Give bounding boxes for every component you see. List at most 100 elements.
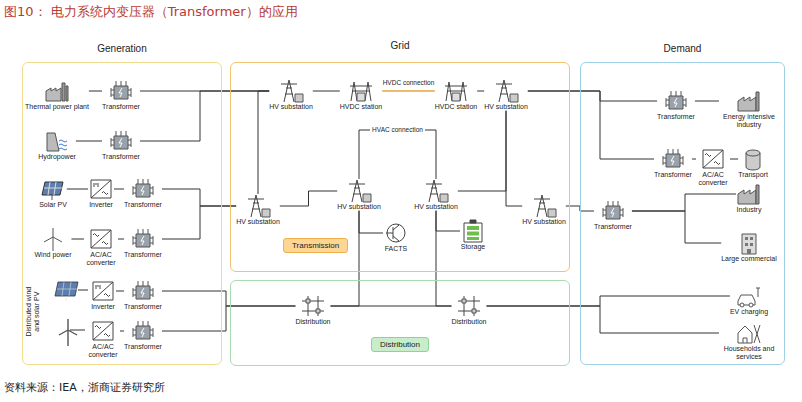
icon-stroke xyxy=(141,288,144,297)
component-node: Transport xyxy=(738,147,768,179)
plant-icon xyxy=(44,79,70,103)
icon-stroke xyxy=(738,190,756,204)
component-label: Transformer xyxy=(594,223,632,231)
component-node: Inverter xyxy=(90,279,116,311)
icon-stroke xyxy=(666,91,686,107)
connector-group xyxy=(67,91,738,333)
component-label: Households and services xyxy=(719,345,779,360)
icon-stroke xyxy=(47,133,59,151)
component-node: Transformer xyxy=(657,89,695,121)
component-label: Transformer xyxy=(124,343,162,351)
component-node: Households and services xyxy=(719,321,779,360)
wire-connector xyxy=(67,189,88,190)
component-node: Transformer xyxy=(594,199,632,231)
wire-connector xyxy=(528,91,657,101)
xfmr-icon xyxy=(660,147,686,171)
hvdc-icon xyxy=(443,79,469,103)
wire-connector xyxy=(280,191,337,206)
wire xyxy=(70,330,85,331)
component-label: Transformer xyxy=(657,113,695,121)
component-node: HV substation xyxy=(236,194,280,226)
wire-connector xyxy=(506,111,522,206)
region-panel: TransformerEnergy intensive industryTran… xyxy=(580,62,785,365)
region-panel: HV substationHVDC stationHVDC stationHV … xyxy=(230,62,570,272)
icon-stroke xyxy=(470,220,476,223)
wire-connector xyxy=(331,306,452,307)
icon-stroke xyxy=(756,92,759,111)
component-label: HVDC station xyxy=(340,103,382,111)
icon-stroke xyxy=(740,303,753,307)
icon-stroke xyxy=(357,93,365,101)
component-node: EV charging xyxy=(730,284,768,316)
component-label: HV substation xyxy=(484,103,528,111)
icon-stroke xyxy=(44,182,62,195)
wire-connector xyxy=(114,189,124,190)
acac-icon xyxy=(700,147,726,171)
tower-icon xyxy=(245,194,271,218)
component-label: Energy intensive industry xyxy=(719,113,779,128)
component-node: HV substation xyxy=(522,194,566,226)
component-node: Thermal power plant xyxy=(25,79,89,111)
wire-connector xyxy=(258,91,269,194)
component-node: HV substation xyxy=(269,79,313,111)
wire-connector xyxy=(120,331,124,332)
icon-stroke xyxy=(95,326,110,337)
icon-stroke xyxy=(671,156,674,165)
component-node: Distribution xyxy=(451,294,486,326)
factory-icon xyxy=(736,89,762,113)
factory-icon xyxy=(736,182,762,206)
icon-stroke xyxy=(91,230,111,248)
wire-connector xyxy=(477,91,484,92)
icon-stroke xyxy=(111,131,131,147)
icon-stroke xyxy=(44,228,62,251)
icon-stroke xyxy=(386,225,399,241)
component-label: Wind power xyxy=(35,251,72,259)
icon-stroke xyxy=(133,229,153,245)
tower-icon xyxy=(346,179,372,203)
component-label: Transformer xyxy=(124,251,162,259)
icon-stroke xyxy=(93,282,113,300)
icon-stroke xyxy=(387,224,405,242)
icon-stroke xyxy=(743,338,747,343)
component-node: AC/AC converter xyxy=(696,147,730,186)
icon-stroke xyxy=(136,184,150,197)
icon-stroke xyxy=(141,186,144,195)
wire-connector xyxy=(436,211,460,231)
wire-connector xyxy=(632,211,721,243)
component-node: HVDC station xyxy=(435,79,477,111)
wind-turbine-icon xyxy=(59,319,77,346)
icon-stroke xyxy=(510,94,518,102)
icon-stroke xyxy=(663,149,683,165)
icon-stroke xyxy=(141,236,144,245)
icon-stroke xyxy=(464,223,482,242)
wire-connector xyxy=(76,141,102,142)
wire-connector xyxy=(162,206,236,239)
wire-connector xyxy=(487,296,730,306)
icon-stroke xyxy=(742,234,756,254)
icon-stroke xyxy=(306,299,320,313)
component-label: Transformer xyxy=(124,201,162,209)
component-node: Large commercial xyxy=(721,231,777,263)
component-label: Large commercial xyxy=(721,255,777,263)
wire-connector xyxy=(89,91,102,92)
component-node: Transformer xyxy=(124,177,162,209)
icon-stroke xyxy=(746,150,760,170)
icon-stroke xyxy=(350,82,372,101)
inv-icon xyxy=(88,177,114,201)
icon-stroke xyxy=(703,150,723,168)
region-panel: Thermal power plantTransformerHydropower… xyxy=(22,62,222,365)
xfmr-icon xyxy=(600,199,626,223)
component-label: AC/AC converter xyxy=(84,251,118,266)
source-caption: 资料来源：IEA，浙商证券研究所 xyxy=(4,380,165,395)
component-label: AC/AC converter xyxy=(86,343,120,358)
dist-icon xyxy=(300,294,326,318)
connection-label: HVDC connection xyxy=(381,79,437,86)
icon-stroke xyxy=(445,82,467,101)
icon-stroke xyxy=(46,88,61,101)
wire-connector xyxy=(313,91,340,92)
xfmr-icon xyxy=(108,129,134,153)
connection-label: HVAC connection xyxy=(370,126,425,133)
icon-stroke xyxy=(738,326,752,343)
region-panel: DistributionDistributionDistribution xyxy=(230,280,570,366)
icon-stroke xyxy=(746,153,760,156)
